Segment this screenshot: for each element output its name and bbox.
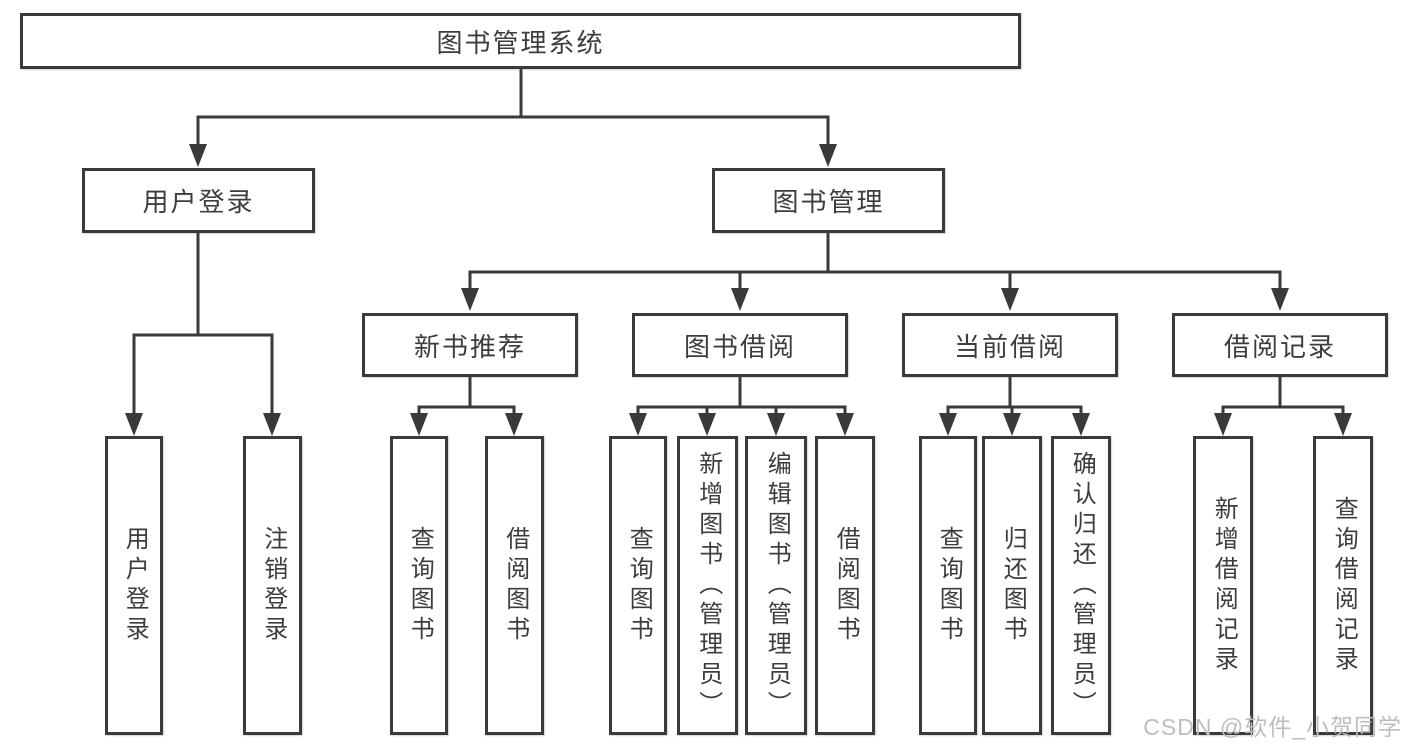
arrowhead (1003, 413, 1021, 436)
leaf-add-book-admin: 新增图书（管理员） (677, 436, 738, 735)
arrowhead (731, 288, 749, 311)
arrowhead (836, 413, 854, 436)
watermark: CSDN @软件_小贺同学 (1143, 714, 1402, 740)
arrowhead (819, 144, 837, 167)
leaf-confirm-return-admin: 确认归还（管理员） (1051, 436, 1111, 735)
node-user-login: 用户登录 (82, 168, 315, 233)
arrowhead (1001, 288, 1019, 311)
arrowhead (1271, 288, 1289, 311)
connector-root (196, 68, 830, 147)
node-book-management: 图书管理 (712, 168, 945, 233)
node-library-system: 图书管理系统 (20, 13, 1021, 69)
arrowhead (767, 413, 785, 436)
connector-borrow-records (1221, 377, 1345, 414)
leaf-add-borrow-record: 新增借阅记录 (1193, 436, 1253, 735)
arrowhead (1334, 413, 1352, 436)
leaf-query-borrow-record: 查询借阅记录 (1313, 436, 1373, 735)
connector-new-book-recommend (417, 377, 516, 414)
leaf-user-login: 用户登录 (105, 436, 163, 735)
arrowhead (125, 413, 143, 436)
leaf-edit-book-admin: 编辑图书（管理员） (745, 436, 807, 735)
arrowhead (461, 288, 479, 311)
node-borrow-records: 借阅记录 (1172, 313, 1388, 377)
node-book-borrow: 图书借阅 (632, 313, 848, 377)
connector-book-management (468, 232, 1282, 290)
arrowhead (263, 413, 281, 436)
leaf-query-books-borrow: 查询图书 (609, 436, 667, 735)
arrowhead (1214, 413, 1232, 436)
leaf-query-books-current: 查询图书 (919, 436, 977, 735)
node-new-book-recommend: 新书推荐 (362, 313, 578, 377)
arrowhead (1072, 413, 1090, 436)
arrowheads (125, 144, 1352, 436)
arrowhead (410, 413, 428, 436)
arrowhead (698, 413, 716, 436)
leaf-logout: 注销登录 (243, 436, 302, 735)
arrowhead (939, 413, 957, 436)
arrowhead (505, 413, 523, 436)
arrowhead (189, 144, 207, 167)
leaf-borrow-book-recommend: 借阅图书 (485, 436, 544, 735)
connector-current-borrow (946, 377, 1083, 414)
leaf-query-books-recommend: 查询图书 (390, 436, 448, 735)
leaf-return-book: 归还图书 (982, 436, 1042, 735)
leaf-borrow-book: 借阅图书 (815, 436, 875, 735)
connector-user-login (132, 232, 274, 413)
connector-book-borrow (636, 377, 847, 414)
node-current-borrow: 当前借阅 (902, 313, 1118, 377)
arrowhead (629, 413, 647, 436)
